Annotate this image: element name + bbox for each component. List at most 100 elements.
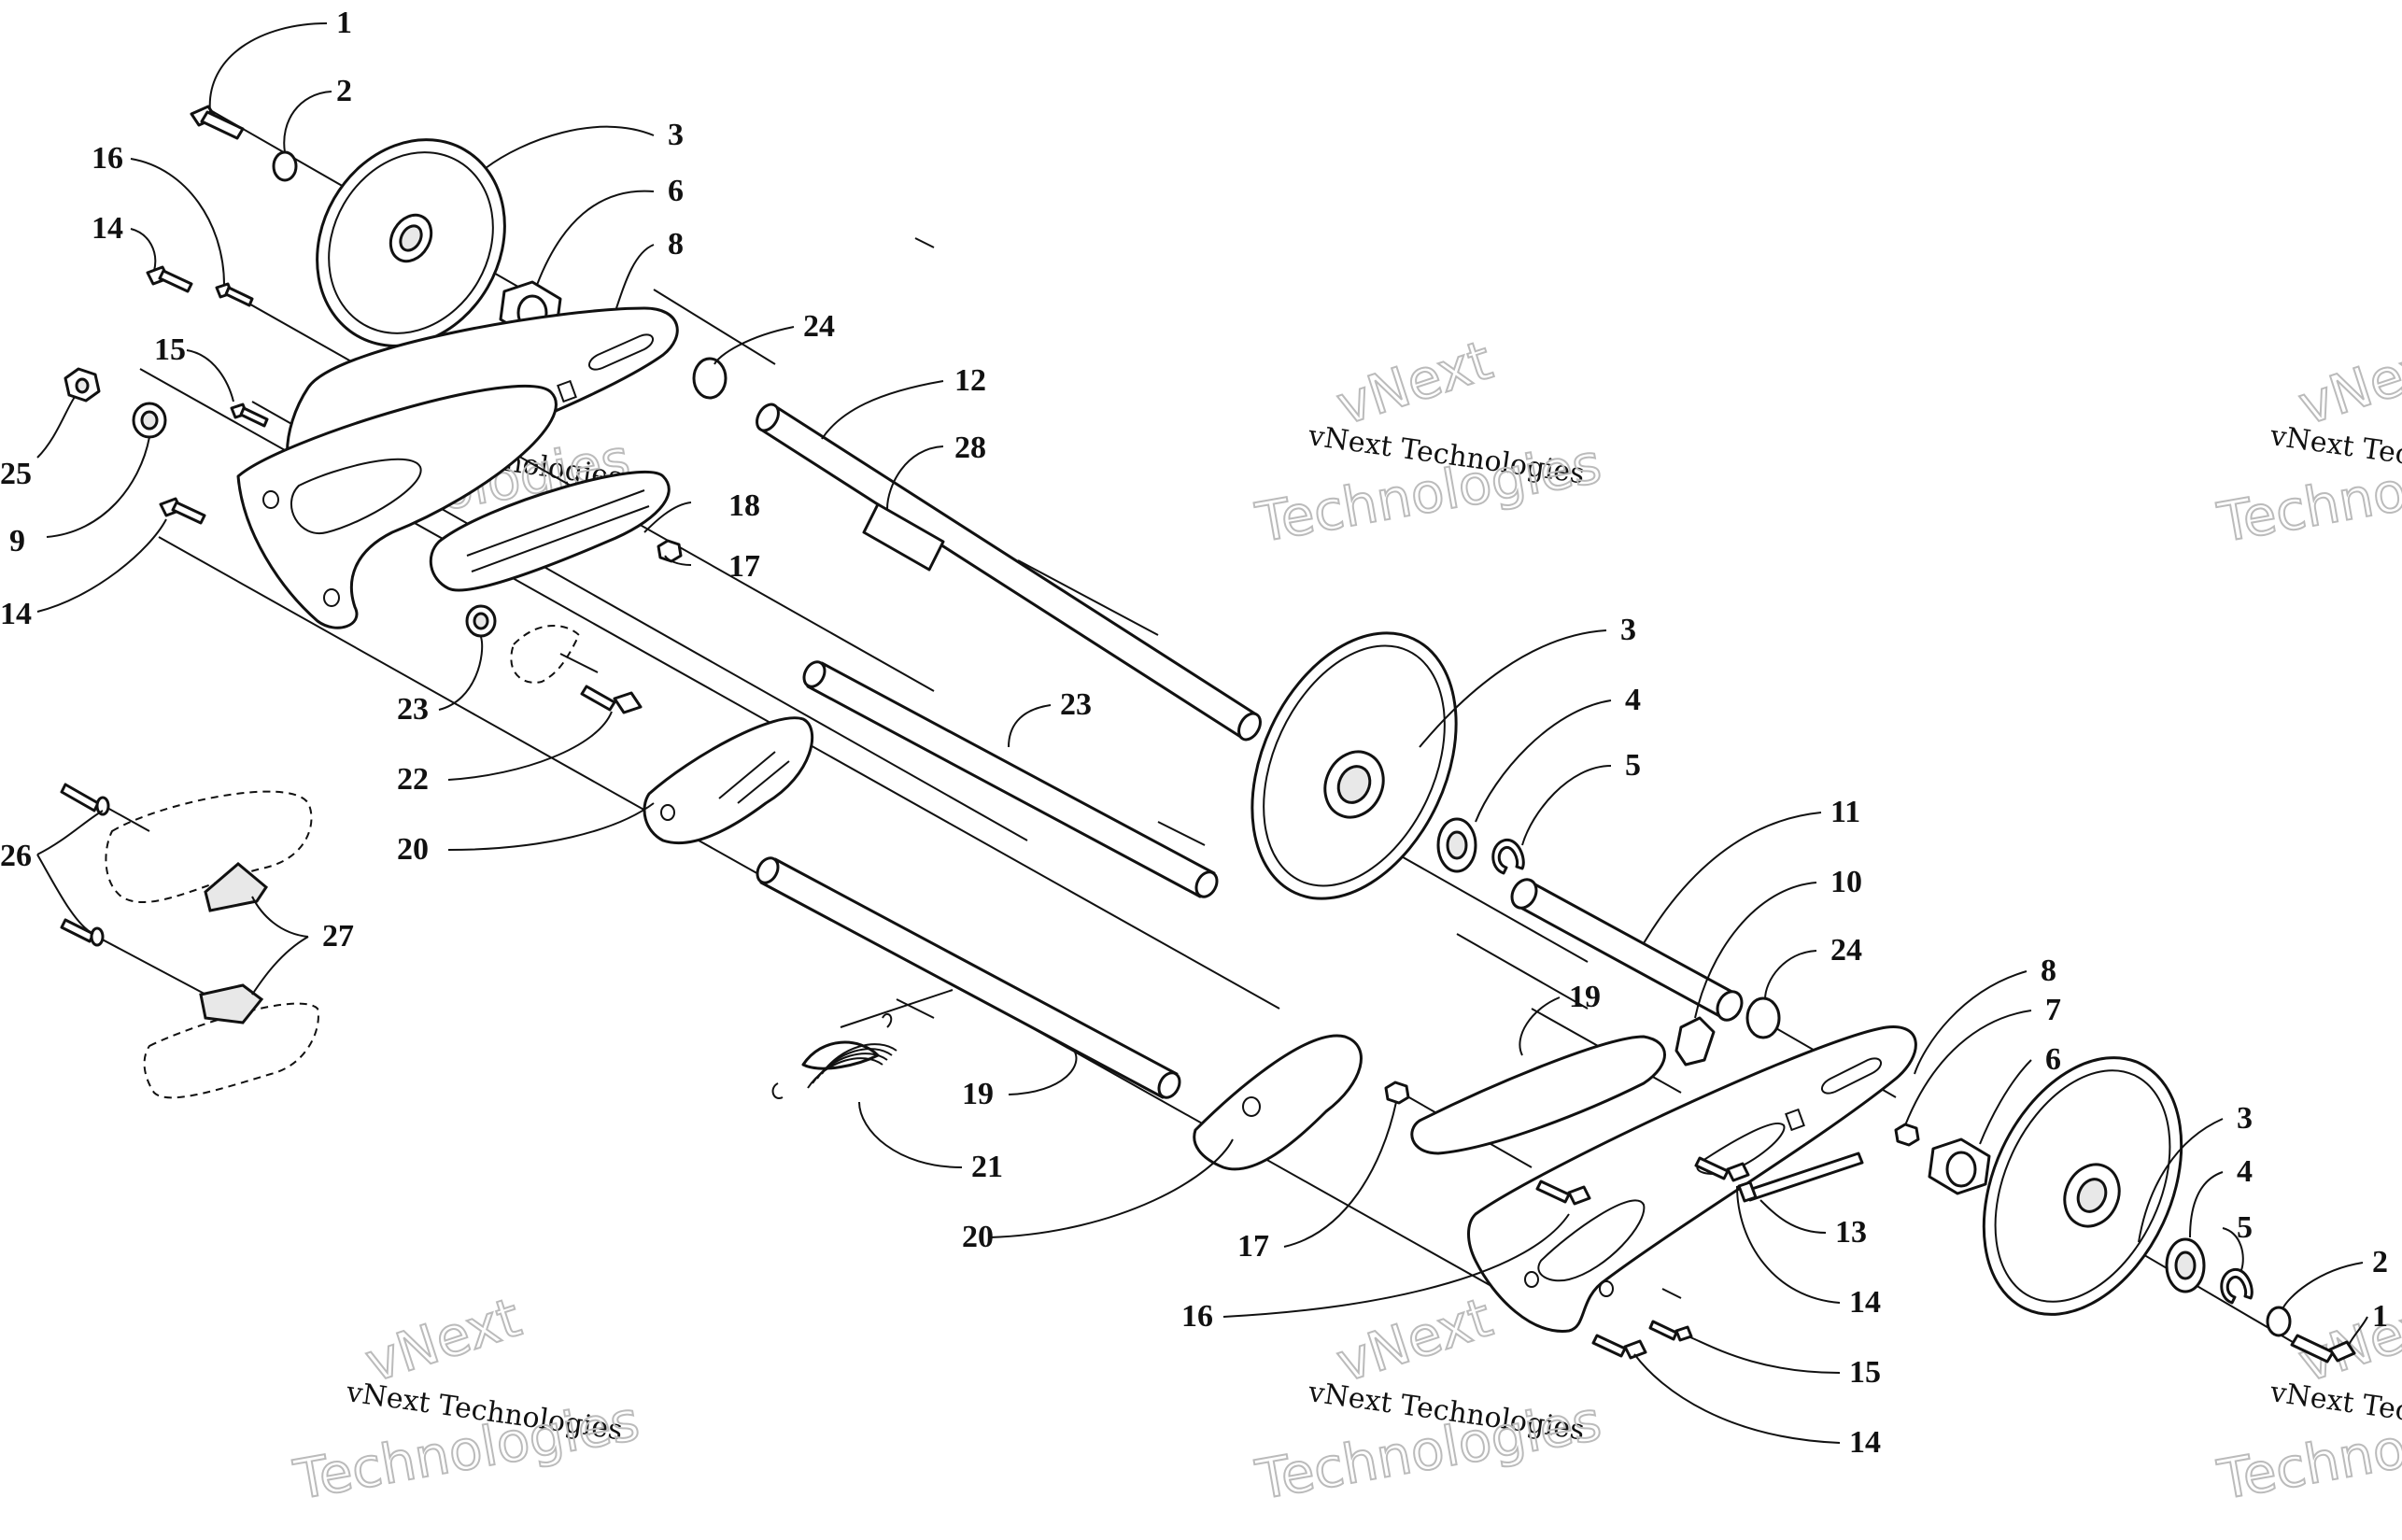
callout-14: 14 (92, 211, 123, 246)
screw-15-right (1648, 1320, 1693, 1342)
mount-plate-left (236, 384, 558, 629)
callout-labels: 1 2 3 16 6 14 8 15 24 12 28 25 18 9 17 1… (0, 6, 2388, 1460)
callout-17: 17 (728, 549, 760, 584)
watermark-top-right: vNext vNext Technologies Technologies (2212, 327, 2402, 556)
callout-6: 6 (668, 174, 684, 208)
shock-mount-20-lower (1193, 1034, 1363, 1171)
bolt-14-lower (159, 497, 206, 525)
watermark-bottom-left: vNext vNext Technologies Technologies (289, 1284, 645, 1513)
clip-10 (1674, 1016, 1716, 1067)
callout-24: 24 (803, 309, 835, 344)
callout-16-b: 16 (1181, 1299, 1213, 1334)
nut-17-right (1384, 1081, 1410, 1105)
screw-16-upper (215, 282, 254, 307)
washer-24-top (692, 357, 728, 400)
washer-2-right (2266, 1306, 2292, 1337)
wear-clip-27-lower (199, 983, 264, 1024)
shaft-23 (802, 660, 1219, 898)
callout-26: 26 (0, 839, 32, 873)
bolt-14-right-lower (1591, 1334, 1647, 1360)
callout-13: 13 (1835, 1215, 1867, 1250)
callout-5-b: 5 (2237, 1210, 2253, 1245)
dashed-rail-section-lower (143, 1002, 319, 1099)
idler-wheel-3-top (316, 138, 506, 347)
bearing-4-middle (1436, 817, 1477, 873)
spacer-6-right (1928, 1137, 1991, 1195)
svg-text:vNext: vNext (1329, 328, 1499, 437)
shock-mount-20-upper (643, 716, 814, 845)
callout-7: 7 (2045, 993, 2061, 1027)
callout-3: 3 (668, 118, 684, 152)
watermark-top-center: vNext vNext Technologies Technologies (1250, 327, 1607, 556)
bushing-23-small (465, 604, 497, 638)
screw-15-upper (230, 403, 269, 428)
callout-27: 27 (322, 919, 354, 954)
bolt-14-right-upper (1535, 1180, 1591, 1206)
rivet-26-upper (60, 783, 110, 816)
callout-20-b: 20 (962, 1220, 994, 1254)
nut-25 (64, 367, 101, 403)
bushing-9 (132, 402, 167, 439)
shaft-19-lower (756, 856, 1181, 1099)
callout-4-b: 4 (2237, 1154, 2253, 1189)
nut-7 (1894, 1123, 1920, 1147)
callout-15: 15 (154, 332, 186, 367)
spring-21 (771, 1012, 897, 1099)
callout-11: 11 (1830, 795, 1860, 829)
washer-2-top (272, 150, 298, 182)
callout-12: 12 (954, 363, 986, 398)
nut-17-top (657, 539, 683, 563)
shaft-11 (1510, 878, 1744, 1022)
svg-text:vNext: vNext (2291, 328, 2402, 437)
callout-18: 18 (728, 488, 760, 523)
callout-16: 16 (92, 141, 123, 176)
callout-23: 23 (397, 692, 429, 727)
callout-22: 22 (397, 762, 429, 797)
snap-ring-5-right (2220, 1267, 2254, 1305)
callout-6-b: 6 (2045, 1042, 2061, 1077)
callout-8-b: 8 (2041, 954, 2056, 988)
dashed-reference-clip (510, 625, 581, 684)
callout-9: 9 (9, 524, 25, 558)
bolt-13 (1737, 1151, 1864, 1203)
callout-19-b: 19 (962, 1077, 994, 1111)
svg-text:vNext: vNext (1329, 1285, 1499, 1394)
callout-2-b: 2 (2372, 1245, 2388, 1279)
callout-17-b: 17 (1237, 1229, 1269, 1264)
sleeve-28 (862, 502, 945, 572)
callout-3-b: 3 (1620, 613, 1636, 647)
rivet-26-lower (60, 918, 105, 947)
washer-24-right (1745, 996, 1781, 1039)
bolt-22 (580, 685, 643, 714)
leader-lines (36, 22, 2368, 1444)
callout-14-c: 14 (1849, 1285, 1881, 1320)
bolt-14-upper (146, 265, 193, 293)
callout-2: 2 (336, 74, 352, 108)
callout-5: 5 (1625, 748, 1641, 783)
callout-10: 10 (1830, 865, 1862, 899)
callout-8: 8 (668, 227, 684, 261)
callout-25: 25 (0, 457, 32, 491)
callout-4: 4 (1625, 683, 1641, 717)
svg-text:vNext: vNext (358, 1285, 528, 1394)
wear-strip-19-right (1410, 1035, 1666, 1155)
slide-block-18 (429, 471, 671, 592)
callout-3-c: 3 (2237, 1101, 2253, 1136)
callout-21: 21 (971, 1150, 1003, 1184)
callout-20: 20 (397, 832, 429, 867)
callout-19: 19 (1569, 980, 1601, 1014)
side-rail-8-right (1467, 1025, 1917, 1333)
callout-14-d: 14 (1849, 1425, 1881, 1460)
bolt-1-right (2290, 1334, 2356, 1363)
callout-24-b: 24 (1830, 933, 1862, 968)
callout-14-b: 14 (0, 597, 32, 631)
callout-1-b: 1 (2372, 1299, 2388, 1334)
idler-wheel-3-right (1982, 1056, 2183, 1316)
snap-ring-5-middle (1491, 838, 1525, 875)
bolt-1-top (190, 105, 245, 140)
callout-1: 1 (336, 6, 352, 40)
callout-28: 28 (954, 431, 986, 465)
shaft-12 (756, 403, 1262, 742)
idler-wheel-3-middle (1250, 631, 1458, 900)
